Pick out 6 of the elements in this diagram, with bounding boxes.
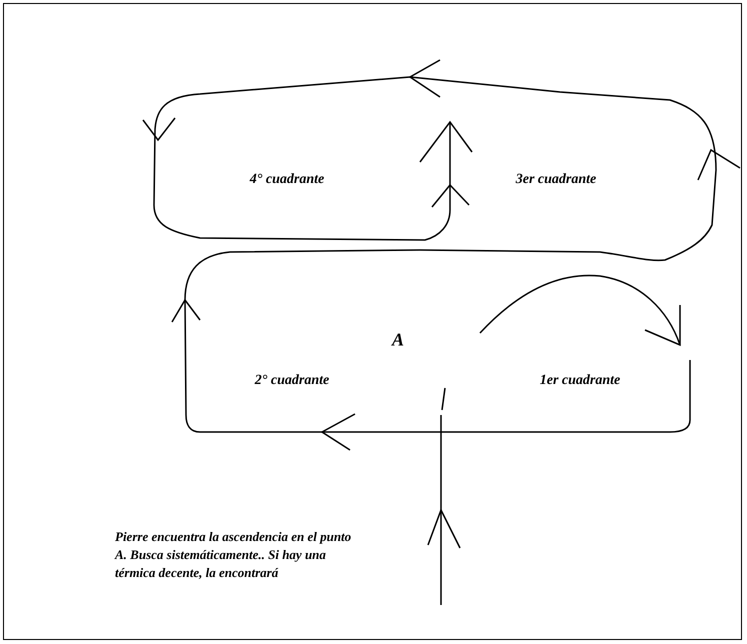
quadrant-label: 2° cuadrante (254, 373, 330, 389)
note-text: Pierre encuentra la ascendencia en el punto A. Busca sistemáticamente.. Si hay una térmica decente, la encontrará (115, 528, 352, 582)
point-label: A (392, 330, 404, 350)
quadrant-label: 1er cuadrante (540, 373, 620, 389)
quadrant-label: 4° cuadrante (250, 172, 324, 188)
quadrant-label: 3er cuadrante (516, 172, 596, 188)
